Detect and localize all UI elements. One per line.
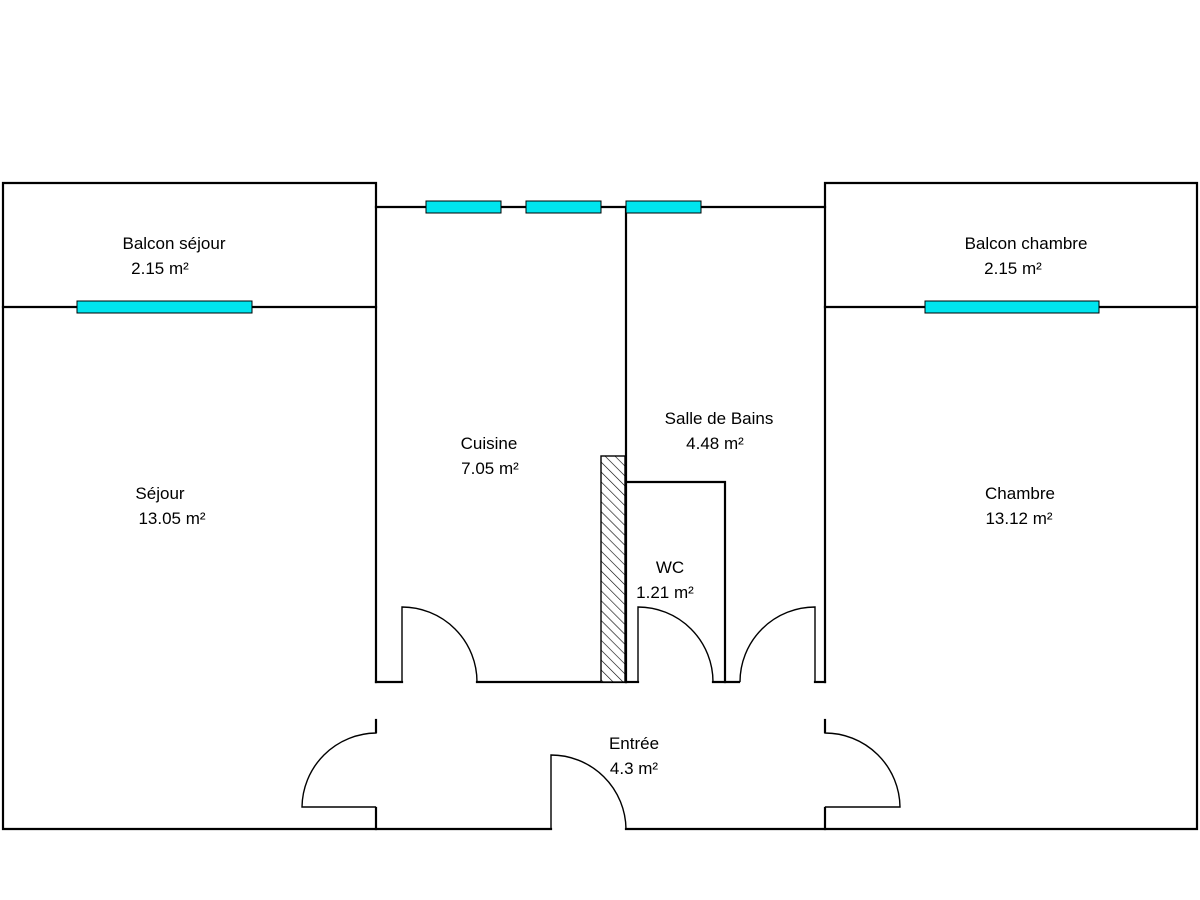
sejour-name: Séjour <box>135 484 184 503</box>
right-wing-wall <box>823 181 1199 831</box>
salle-de-bains-name: Salle de Bains <box>665 409 774 428</box>
window-salle-de-bains <box>625 200 702 214</box>
windows <box>76 200 1100 314</box>
doors <box>301 606 901 830</box>
window-cuisine-2 <box>525 200 602 214</box>
cuisine-area: 7.05 m² <box>461 459 519 478</box>
entree-front-door[interactable] <box>550 754 627 830</box>
wc-name: WC <box>656 558 684 577</box>
salle-de-bains-area: 4.48 m² <box>686 434 744 453</box>
salle-de-bains-door[interactable] <box>739 606 816 683</box>
room-labels: Balcon séjour 2.15 m² Balcon chambre 2.1… <box>122 234 1087 778</box>
hatched-partition <box>600 455 626 683</box>
balcon-chambre-area: 2.15 m² <box>984 259 1042 278</box>
wc-enclosure-wall <box>624 480 727 684</box>
sejour-area: 13.05 m² <box>138 509 205 528</box>
window-cuisine-1 <box>425 200 502 214</box>
wc-door[interactable] <box>637 606 714 683</box>
outer-walls <box>1 181 1199 831</box>
cuisine-name: Cuisine <box>461 434 518 453</box>
sejour-door[interactable] <box>301 732 377 808</box>
balcon-sejour-name: Balcon séjour <box>122 234 225 253</box>
chambre-name: Chambre <box>985 484 1055 503</box>
wc-area: 1.21 m² <box>636 583 694 602</box>
balcon-sejour-area: 2.15 m² <box>131 259 189 278</box>
window-chambre <box>924 300 1100 314</box>
cuisine-door[interactable] <box>401 606 478 683</box>
window-sejour <box>76 300 253 314</box>
interior-walls <box>1 205 1199 684</box>
entree-area: 4.3 m² <box>610 759 659 778</box>
entree-name: Entrée <box>609 734 659 753</box>
balcon-chambre-name: Balcon chambre <box>965 234 1088 253</box>
chambre-door[interactable] <box>824 732 901 808</box>
chambre-area: 13.12 m² <box>985 509 1052 528</box>
left-wing-wall <box>1 181 378 831</box>
